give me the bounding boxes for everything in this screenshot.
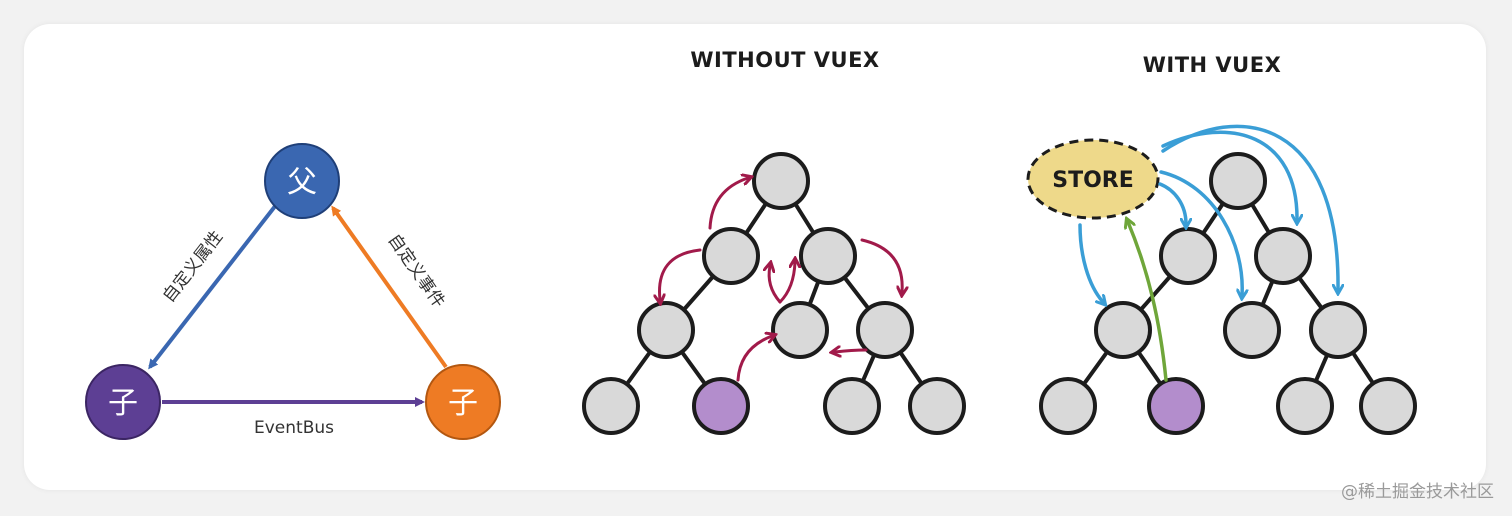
tree-node (1094, 301, 1152, 359)
store-distribution-arrows (1078, 124, 1338, 302)
tree-node (582, 377, 640, 435)
watermark: @稀土掘金技术社区 (1341, 482, 1494, 502)
tree-node (1223, 301, 1281, 359)
parent-node-label: 父 (287, 165, 317, 200)
eventbus-label: EventBus (254, 418, 334, 438)
commit-to-store-arrow (1128, 222, 1168, 382)
custom-props-label: 自定义属性 (159, 227, 227, 306)
child-right-node: 子 (425, 364, 501, 440)
tree-node (799, 227, 857, 285)
without-vuex-arrows (660, 178, 903, 382)
store-blob: STORE (1026, 138, 1160, 220)
tree-node (1276, 377, 1334, 435)
child-left-node: 子 (85, 364, 161, 440)
without-vuex-title: WITHOUT VUEX (690, 48, 879, 72)
tree-node (856, 301, 914, 359)
custom-event-label: 自定义事件 (384, 231, 449, 312)
store-label: STORE (1052, 168, 1134, 193)
without-vuex-tree-nodes (582, 152, 966, 435)
tree-node (637, 301, 695, 359)
tree-node (752, 152, 810, 210)
parent-node: 父 (264, 143, 340, 219)
tree-node (771, 301, 829, 359)
with-vuex-title: WITH VUEX (1143, 53, 1282, 77)
tree-node (1254, 227, 1312, 285)
tree-node (908, 377, 966, 435)
tree-node (1359, 377, 1417, 435)
custom-props-edge (148, 203, 278, 370)
tree-node (702, 227, 760, 285)
parent-child-diagram: 父 子 子 自定义属性 自定义事件 EventBus (85, 143, 501, 440)
tree-node (823, 377, 881, 435)
tree-node (1309, 301, 1367, 359)
tree-node-highlighted (692, 377, 750, 435)
with-vuex-tree-nodes (1039, 152, 1417, 435)
without-vuex-diagram: WITHOUT VUEX (582, 48, 966, 435)
tree-node-highlighted (1147, 377, 1205, 435)
tree-node (1209, 152, 1267, 210)
custom-event-edge (331, 205, 448, 369)
child-left-node-label: 子 (108, 386, 138, 421)
tree-node (1159, 227, 1217, 285)
with-vuex-diagram: WITH VUEX STORE (1026, 53, 1417, 435)
child-right-node-label: 子 (448, 386, 478, 421)
tree-node (1039, 377, 1097, 435)
